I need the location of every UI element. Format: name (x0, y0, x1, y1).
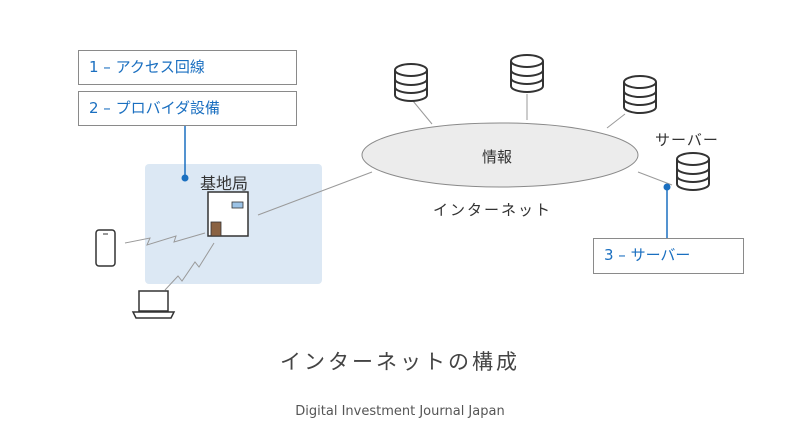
diagram-caption: インターネットの構成 (280, 350, 520, 374)
server-link-line (637, 171, 673, 186)
provider-equipment-box: 2 – プロバイダ設備 (78, 91, 297, 126)
database-icon (676, 152, 710, 191)
internet-label: インターネット (433, 201, 553, 219)
building-icon (207, 191, 249, 237)
station-link-line (257, 171, 373, 216)
server-connector-dot (663, 183, 671, 191)
database-icon (623, 75, 657, 114)
credit-text: Digital Investment Journal Japan (295, 404, 505, 419)
database-icon (394, 63, 428, 102)
information-label: 情報 (482, 148, 513, 166)
database-icon (510, 54, 544, 93)
access-line-box: 1 – アクセス回線 (78, 50, 297, 85)
provider-connector-dot (181, 174, 189, 182)
smartphone-icon (95, 229, 116, 267)
wireless-signal-laptop (164, 242, 215, 291)
server-link-line (606, 113, 626, 129)
base-station-label: 基地局 (200, 174, 249, 193)
laptop-icon (131, 290, 176, 319)
server-link-line (412, 100, 433, 125)
wireless-signal-phone (124, 232, 206, 246)
server-label: サーバー (655, 131, 719, 149)
server-box: 3 – サーバー (593, 238, 744, 274)
internet-cloud (361, 122, 639, 188)
